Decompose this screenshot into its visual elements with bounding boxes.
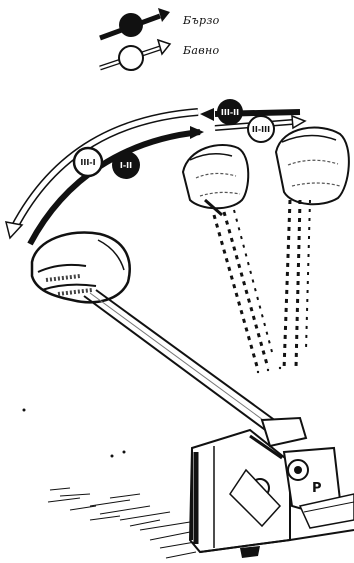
marker-label-m4: II-III (252, 125, 270, 134)
gear-base: P (190, 418, 354, 558)
marker-4: II-III (248, 116, 274, 142)
svg-text:P: P (312, 481, 322, 496)
legend-fast-label: Бързо (183, 14, 220, 27)
ghost-hand-1 (183, 145, 248, 215)
legend-fast (100, 8, 170, 38)
legend-slow (100, 40, 170, 70)
marker-label-m3: III-II (221, 108, 239, 117)
arc-slow-arrow (6, 112, 198, 238)
ghost-hand-2 (276, 128, 349, 205)
legend-slow-label: Бавно (183, 44, 219, 57)
main-hand (32, 232, 130, 302)
marker-label-m2: I-II (120, 161, 132, 170)
marker-2: I-II (112, 151, 140, 179)
marker-3: III-II (217, 99, 243, 125)
ground-hatching (48, 488, 196, 558)
ghost-lever-1 (214, 210, 272, 370)
ghost-lever-2 (284, 200, 310, 370)
arc-fast-arrow (30, 126, 204, 244)
marker-label-m1: III-I (80, 158, 95, 167)
marker-1: III-I (74, 148, 102, 176)
